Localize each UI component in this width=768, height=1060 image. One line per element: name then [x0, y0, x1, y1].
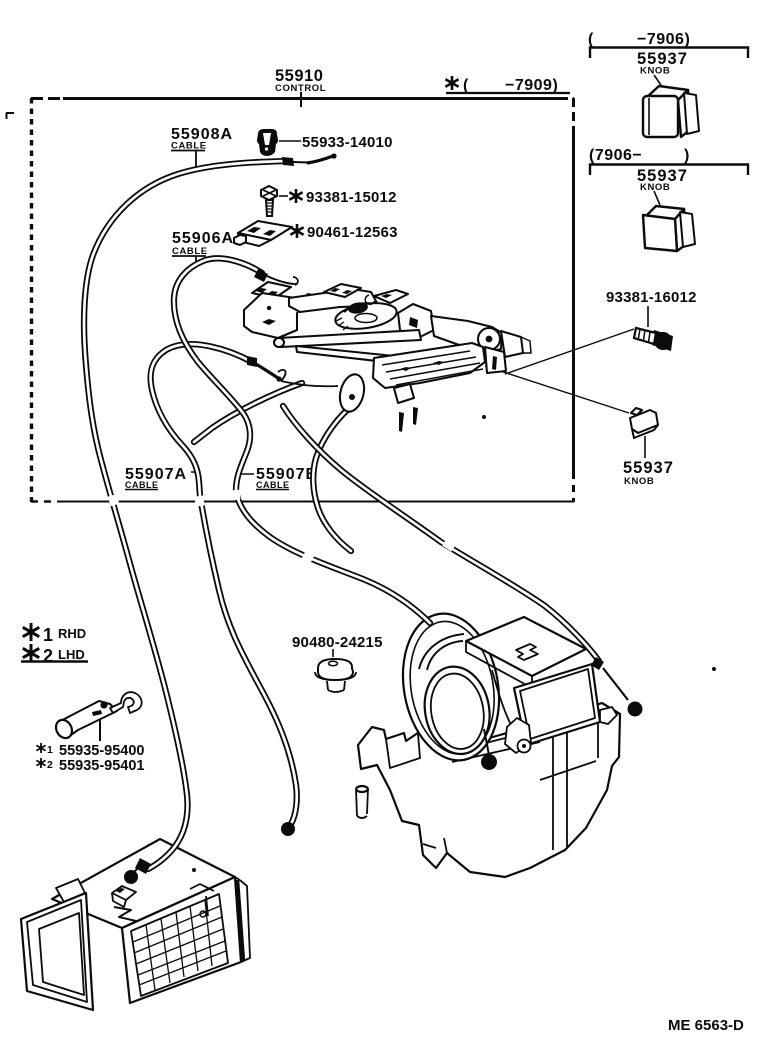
- svg-text:1: 1: [43, 625, 53, 645]
- svg-text:−7906): −7906): [637, 31, 690, 48]
- svg-text:55910: 55910: [275, 67, 323, 85]
- svg-text:RHD: RHD: [58, 626, 86, 641]
- svg-text:CONTROL: CONTROL: [275, 83, 326, 94]
- svg-text:55907B: 55907B: [256, 466, 318, 483]
- svg-text:55935-95401: 55935-95401: [59, 758, 144, 774]
- svg-text:55937: 55937: [623, 459, 674, 477]
- svg-text:CABLE: CABLE: [125, 480, 159, 490]
- svg-text:CABLE: CABLE: [171, 141, 207, 152]
- svg-text:): ): [684, 147, 689, 164]
- svg-text:(: (: [463, 77, 469, 94]
- svg-text:55933-14010: 55933-14010: [302, 134, 393, 151]
- svg-text:(7906−: (7906−: [589, 147, 642, 164]
- svg-text:KNOB: KNOB: [640, 182, 670, 193]
- svg-text:1: 1: [47, 744, 53, 756]
- svg-text:93381-15012: 93381-15012: [306, 189, 397, 206]
- svg-text:KNOB: KNOB: [624, 476, 654, 487]
- svg-text:2: 2: [47, 759, 53, 771]
- svg-text:ME 6563-D: ME 6563-D: [668, 1017, 744, 1034]
- svg-text:KNOB: KNOB: [640, 66, 670, 77]
- svg-text:−7909): −7909): [505, 77, 558, 94]
- svg-text:CABLE: CABLE: [256, 480, 290, 490]
- svg-text:2: 2: [43, 646, 53, 666]
- svg-text:90461-12563: 90461-12563: [307, 224, 398, 241]
- svg-text:93381-16012: 93381-16012: [606, 289, 697, 306]
- svg-text:55937: 55937: [637, 167, 688, 185]
- svg-text:LHD: LHD: [58, 647, 85, 662]
- svg-text:55935-95400: 55935-95400: [59, 743, 144, 759]
- svg-text:55906A: 55906A: [172, 230, 234, 247]
- svg-text:55937: 55937: [637, 50, 688, 68]
- svg-text:(: (: [588, 31, 594, 48]
- svg-text:CABLE: CABLE: [172, 246, 208, 257]
- svg-text:55908A: 55908A: [171, 126, 233, 143]
- svg-text:55907A: 55907A: [125, 466, 187, 483]
- svg-text:90480-24215: 90480-24215: [292, 634, 383, 651]
